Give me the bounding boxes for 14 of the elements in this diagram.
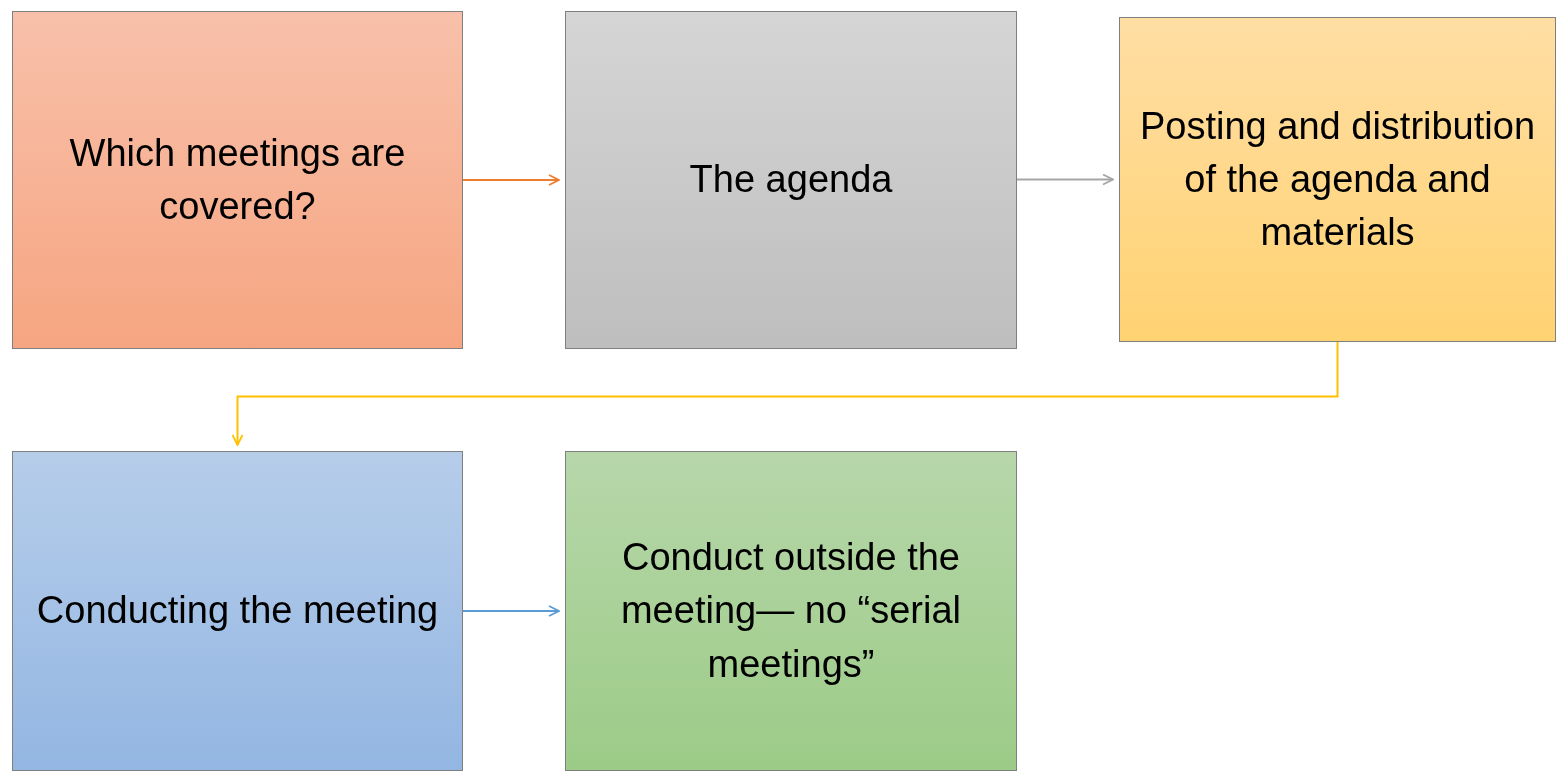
process-box (12, 11, 463, 349)
process-box (565, 451, 1017, 771)
arrow (462, 174, 560, 186)
box-text: Which meetings are covered? (68, 130, 407, 229)
arrow (1016, 173, 1114, 186)
process-box (1119, 17, 1556, 342)
box-text: Posting and distribution of the agenda and materials (1139, 103, 1536, 256)
box-text: Conducting the meeting (35, 588, 440, 634)
arrow (231, 341, 1339, 446)
process-box (565, 11, 1017, 349)
box-text: The agenda (688, 157, 894, 203)
arrow (462, 605, 560, 617)
box-text: Conduct outside the meeting— no “serial meetings” (619, 535, 962, 687)
process-box (12, 451, 463, 771)
